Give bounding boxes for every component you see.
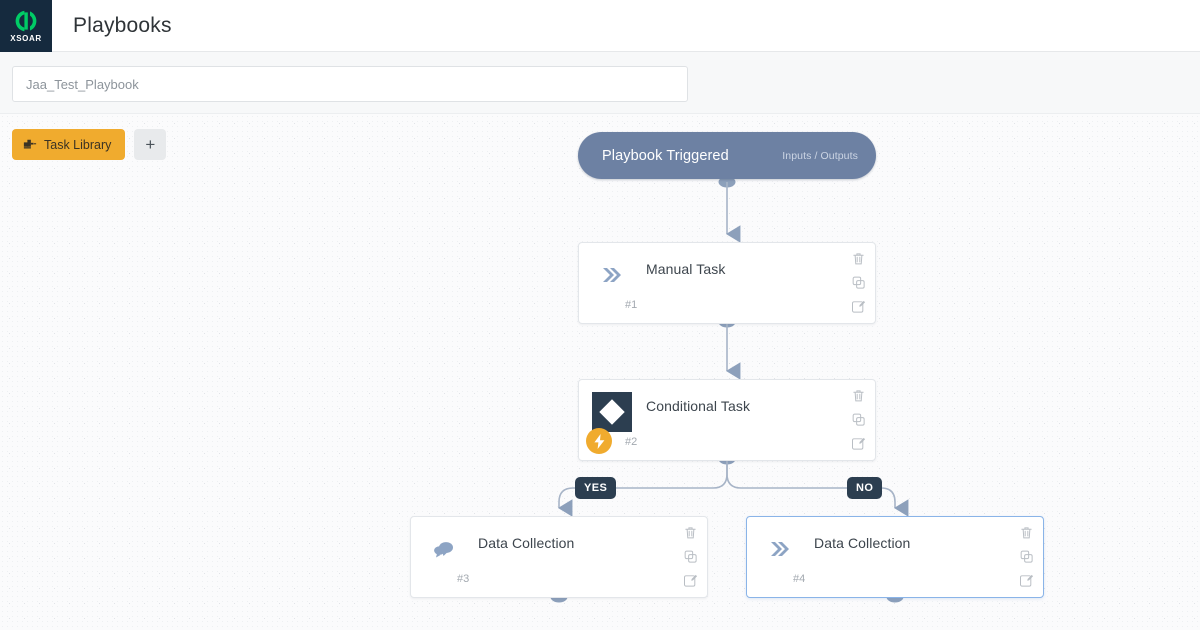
add-task-button[interactable]: +: [134, 129, 167, 160]
xsoar-logo[interactable]: XSOAR: [0, 0, 52, 52]
edit-pencil-icon[interactable]: [851, 299, 866, 314]
playbook-name-input[interactable]: [12, 66, 688, 102]
branch-label-yes[interactable]: YES: [575, 477, 617, 499]
conditional-icon-group: [592, 392, 632, 432]
edit-pencil-icon[interactable]: [851, 436, 866, 451]
chevron-double-right-icon: [760, 529, 800, 569]
trigger-title: Playbook Triggered: [602, 147, 729, 164]
cortex-logo-icon: [15, 9, 37, 33]
task-number: #4: [793, 573, 806, 585]
task-actions: [1019, 525, 1034, 588]
task-actions: [851, 251, 866, 314]
task-node-4[interactable]: Data Collection #4: [746, 516, 1044, 598]
canvas-toolbar: Task Library +: [12, 129, 167, 160]
logo-text: XSOAR: [10, 34, 42, 43]
page-title: Playbooks: [73, 13, 172, 37]
branch-label-no[interactable]: NO: [847, 477, 883, 499]
app-header: XSOAR Playbooks: [0, 0, 1200, 52]
copy-icon[interactable]: [851, 275, 866, 290]
task-actions: [683, 525, 698, 588]
diamond-condition-icon: [592, 392, 632, 432]
trash-icon[interactable]: [1019, 525, 1034, 540]
task-node-2[interactable]: Conditional Task #2: [578, 379, 876, 461]
copy-icon[interactable]: [851, 412, 866, 427]
task-number: #3: [457, 573, 470, 585]
lightning-bolt-icon: [586, 428, 612, 454]
trigger-inputs-outputs-link[interactable]: Inputs / Outputs: [782, 149, 858, 162]
playbook-canvas[interactable]: Task Library + Playbook Triggered Inp: [0, 114, 1200, 630]
edit-pencil-icon[interactable]: [1019, 573, 1034, 588]
task-node-1[interactable]: Manual Task #1: [578, 242, 876, 324]
task-node-3[interactable]: Data Collection #3: [410, 516, 708, 598]
trash-icon[interactable]: [851, 388, 866, 403]
task-actions: [851, 388, 866, 451]
task-number: #1: [625, 299, 638, 311]
task-library-button[interactable]: Task Library: [12, 129, 126, 160]
plus-icon: +: [145, 135, 156, 154]
task-library-label: Task Library: [44, 137, 112, 152]
copy-icon[interactable]: [683, 549, 698, 564]
trash-icon[interactable]: [683, 525, 698, 540]
copy-icon[interactable]: [1019, 549, 1034, 564]
playbook-triggered-node[interactable]: Playbook Triggered Inputs / Outputs: [578, 132, 876, 179]
chevron-double-right-icon: [592, 255, 632, 295]
task-title: Conditional Task: [646, 398, 751, 414]
playbook-name-bar: [0, 52, 1200, 114]
task-number: #2: [625, 436, 638, 448]
task-title: Data Collection: [814, 535, 911, 551]
edit-pencil-icon[interactable]: [683, 573, 698, 588]
trash-icon[interactable]: [851, 251, 866, 266]
blocks-icon: [23, 139, 37, 148]
chat-bubbles-icon: [424, 529, 464, 569]
task-title: Data Collection: [478, 535, 575, 551]
task-title: Manual Task: [646, 261, 726, 277]
